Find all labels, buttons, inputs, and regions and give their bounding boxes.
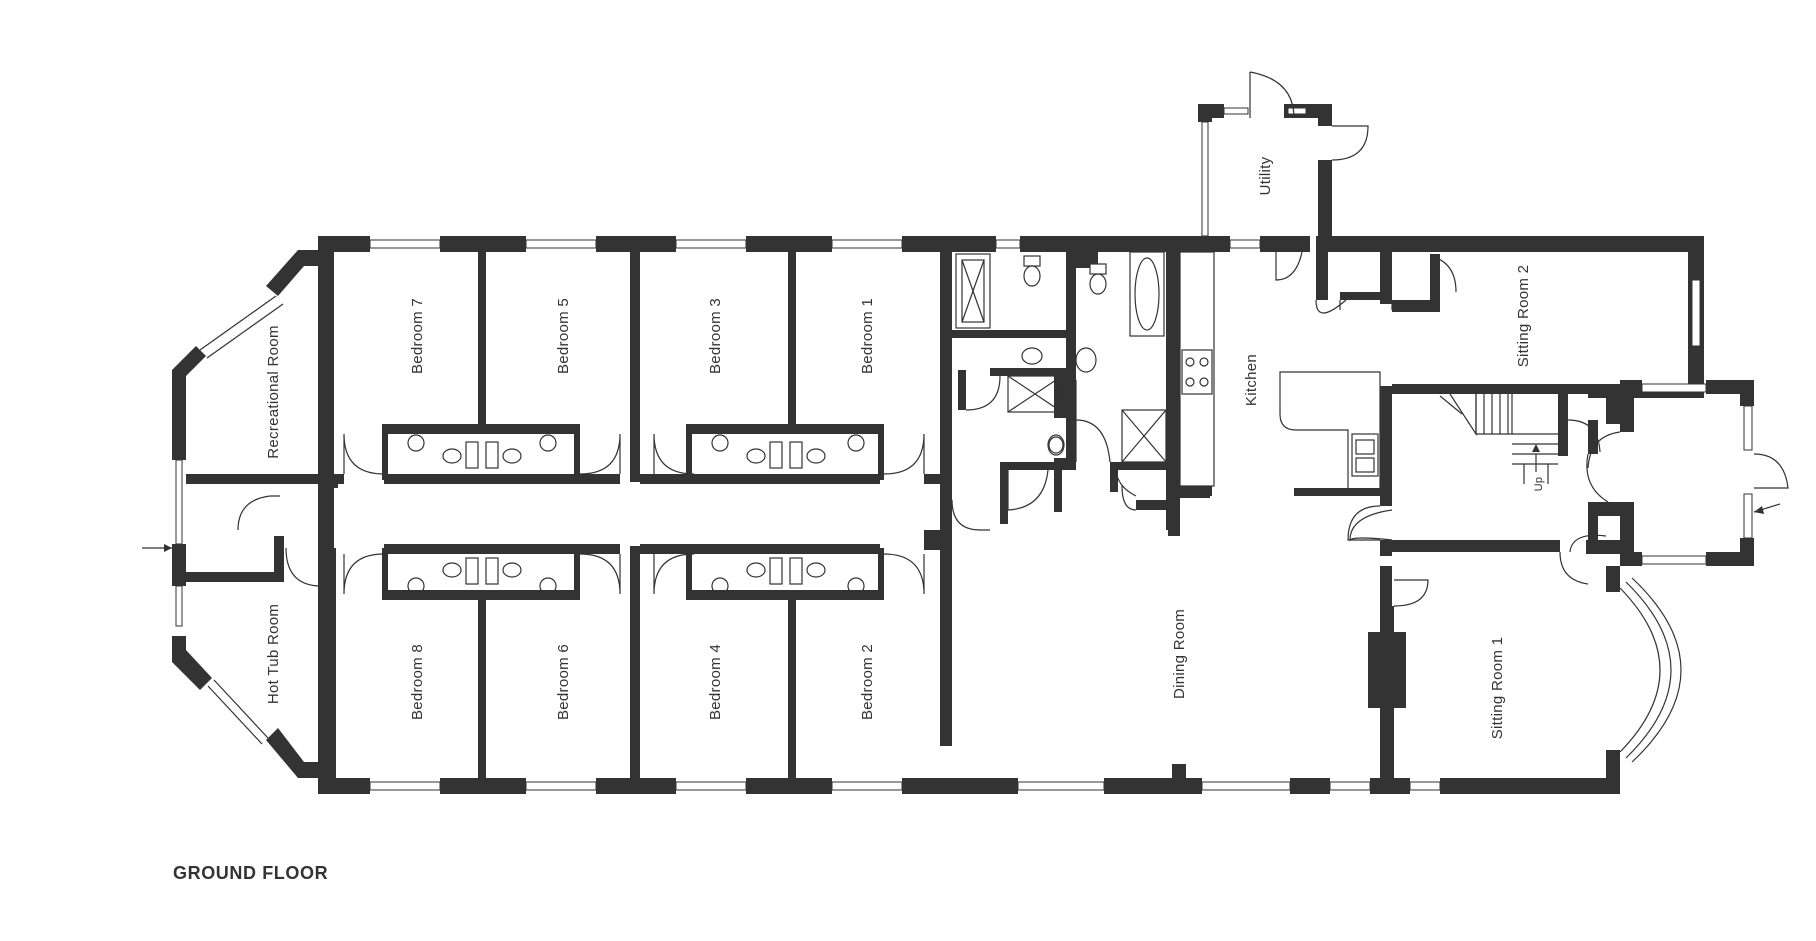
- label-utility: Utility: [1257, 156, 1274, 195]
- label-bedroom-5: Bedroom 5: [555, 298, 572, 374]
- label-bedroom-3: Bedroom 3: [707, 298, 724, 374]
- label-sitting-room-1: Sitting Room 1: [1489, 637, 1506, 740]
- room-labels: Recreational Room Hot Tub Room Bedroom 7…: [265, 156, 1545, 739]
- label-bedroom-2: Bedroom 2: [859, 644, 876, 720]
- bedroom-walls: [237, 252, 990, 778]
- ensuite-fixtures: [407, 434, 865, 595]
- label-sitting-room-2: Sitting Room 2: [1515, 265, 1532, 368]
- utility-walls: [1198, 71, 1369, 281]
- label-hot-tub-room: Hot Tub Room: [265, 604, 282, 704]
- label-kitchen: Kitchen: [1243, 354, 1260, 406]
- label-bedroom-8: Bedroom 8: [409, 644, 426, 720]
- label-bedroom-6: Bedroom 6: [555, 644, 572, 720]
- kitchen-dining: [1168, 236, 1429, 794]
- label-bedroom-4: Bedroom 4: [707, 644, 724, 720]
- label-bedroom-7: Bedroom 7: [409, 298, 426, 374]
- outer-walls: [142, 236, 1781, 794]
- staircase: [1439, 393, 1558, 484]
- label-dining-room: Dining Room: [1171, 609, 1188, 699]
- floor-title: GROUND FLOOR: [173, 863, 329, 883]
- sitting-rooms: [1349, 254, 1789, 585]
- label-bedroom-1: Bedroom 1: [859, 298, 876, 374]
- label-stairs-up: Up: [1533, 477, 1545, 492]
- label-recreational-room: Recreational Room: [265, 325, 282, 459]
